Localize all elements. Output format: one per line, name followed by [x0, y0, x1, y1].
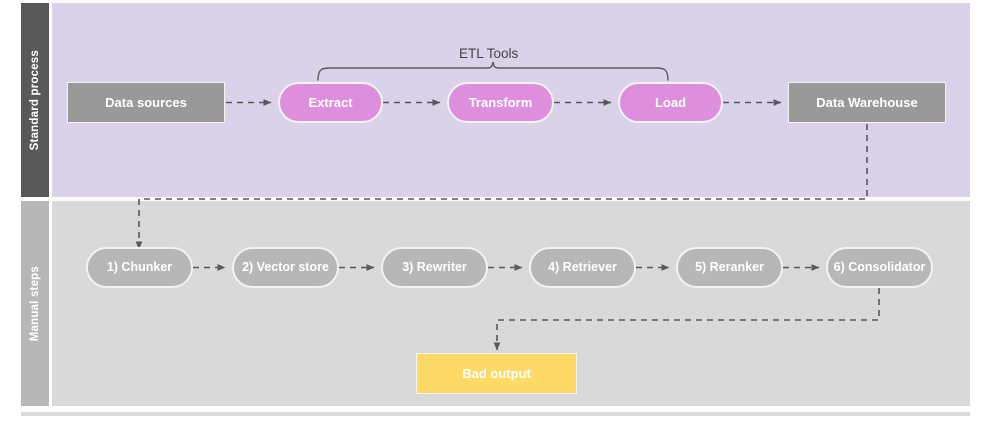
node-extract[interactable]: Extract — [278, 82, 383, 123]
node-reranker[interactable]: 5) Reranker — [676, 247, 783, 288]
node-load[interactable]: Load — [618, 82, 723, 123]
node-consolidator[interactable]: 6) Consolidator — [826, 247, 933, 288]
node-retriever[interactable]: 4) Retriever — [529, 247, 636, 288]
node-chunker[interactable]: 1) Chunker — [86, 247, 193, 288]
lane-header-manual-steps-label: Manual steps — [29, 265, 41, 342]
lane-header-manual-steps: Manual steps — [21, 201, 49, 406]
node-load-label: Load — [654, 94, 687, 110]
node-bad-output-label: Bad output — [462, 365, 531, 381]
node-data-sources-label: Data sources — [105, 94, 187, 110]
node-transform-label: Transform — [468, 94, 533, 110]
node-data-warehouse[interactable]: Data Warehouse — [788, 82, 946, 123]
node-consolidator-label: 6) Consolidator — [833, 260, 926, 275]
node-transform[interactable]: Transform — [447, 82, 554, 123]
node-extract-label: Extract — [308, 94, 353, 110]
etl-tools-label: ETL Tools — [459, 46, 519, 61]
node-vector-store-label: 2) Vector store — [242, 260, 329, 275]
node-chunker-label: 1) Chunker — [106, 260, 173, 275]
node-rewriter[interactable]: 3) Rewriter — [381, 247, 488, 288]
lane-header-standard-process-label: Standard process — [29, 49, 41, 151]
node-vector-store[interactable]: 2) Vector store — [232, 247, 339, 288]
lane-divider — [21, 412, 970, 416]
node-retriever-label: 4) Retriever — [548, 260, 617, 275]
node-bad-output[interactable]: Bad output — [416, 353, 577, 394]
node-data-sources[interactable]: Data sources — [67, 82, 225, 123]
node-rewriter-label: 3) Rewriter — [402, 260, 467, 275]
lane-header-standard-process: Standard process — [21, 3, 49, 197]
node-data-warehouse-label: Data Warehouse — [816, 94, 918, 110]
node-reranker-label: 5) Reranker — [695, 260, 764, 275]
